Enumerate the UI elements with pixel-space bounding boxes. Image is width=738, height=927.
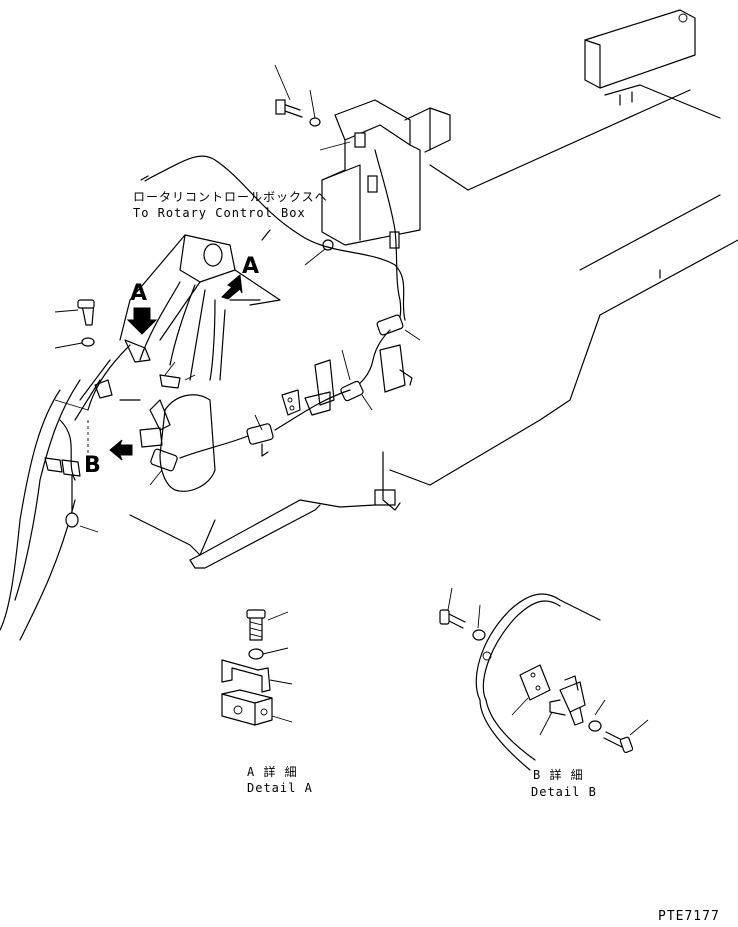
detail-b-title-jp: B 詳 細 <box>533 768 584 782</box>
machine-frame <box>129 9 738 569</box>
harness-wire <box>149 155 406 321</box>
harness-route <box>149 149 421 486</box>
control-box <box>274 64 451 266</box>
view-arrow-icon <box>109 274 243 461</box>
detail-b-title-en: Detail B <box>531 785 597 799</box>
view-b-label: B <box>84 453 101 478</box>
rotary-box-label-jp: ロータリコントロールボックスへ <box>133 190 328 204</box>
cab-structure <box>0 234 281 641</box>
rotary-box-label-en: To Rotary Control Box <box>133 206 306 220</box>
detail-a-title-en: Detail A <box>247 781 313 795</box>
drawing-number: PTE7177 <box>658 909 720 924</box>
detail-a-parts <box>221 609 293 726</box>
detail-b-parts <box>439 587 649 771</box>
view-a-label: A <box>242 254 260 279</box>
detail-a-title-jp: A 詳 細 <box>247 765 298 779</box>
view-a-label: A <box>130 281 148 306</box>
